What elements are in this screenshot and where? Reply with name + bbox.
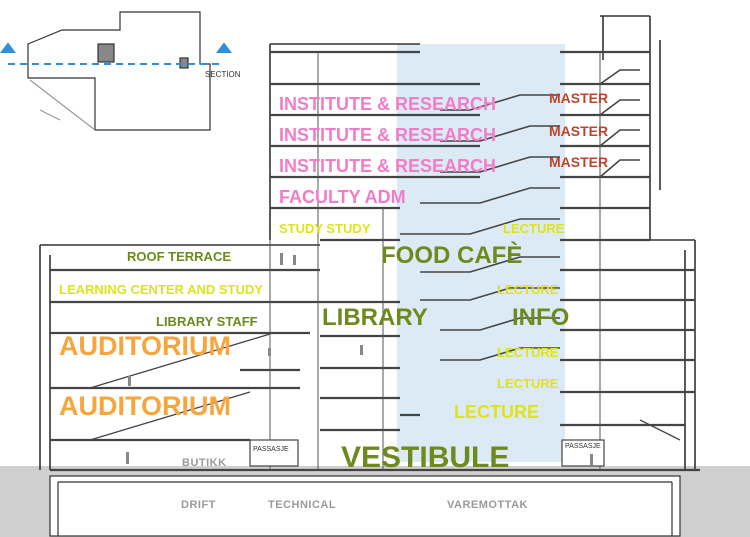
label-vestibule: VESTIBULE <box>341 441 510 474</box>
label-technical: TECHNICAL <box>268 499 337 511</box>
label-lecture-5: LECTURE <box>454 402 539 422</box>
label-lecture-2: LECTURE <box>497 282 559 297</box>
key-plan <box>27 11 211 131</box>
label-lecture-3: LECTURE <box>497 345 559 360</box>
label-food-cafe: FOOD CAFÈ <box>381 242 523 269</box>
label-master-1: MASTER <box>549 90 609 106</box>
label-master-2: MASTER <box>549 123 609 139</box>
label-learning-center: LEARNING CENTER AND STUDY <box>59 282 263 297</box>
tower-slabs <box>270 50 650 210</box>
label-passasje-2: PASSASJE <box>565 443 601 450</box>
label-study: STUDY STUDY <box>279 221 371 236</box>
human-figures <box>126 253 593 466</box>
label-institute-3: INSTITUTE & RESEARCH <box>279 156 497 176</box>
label-institute-2: INSTITUTE & RESEARCH <box>279 125 497 145</box>
section-label: SECTION <box>205 70 241 79</box>
label-library-staff: LIBRARY STAFF <box>156 314 258 329</box>
label-library: LIBRARY <box>322 304 428 331</box>
atrium-shaft <box>397 44 565 462</box>
label-info: INFO <box>512 304 570 331</box>
stepped-terraces <box>400 69 640 361</box>
basement <box>49 475 681 537</box>
label-auditorium-2: AUDITORIUM <box>59 391 231 421</box>
label-butikk: BUTIKK <box>182 457 227 469</box>
label-varemottak: VAREMOTTAK <box>447 499 528 511</box>
label-passasje-1: PASSASJE <box>253 446 289 453</box>
passasje-boxes <box>249 439 605 467</box>
low-wing-outline <box>39 239 696 470</box>
auditorium-rakes <box>89 333 681 441</box>
label-lecture-1: LECTURE <box>503 221 565 236</box>
tower-outline <box>269 15 661 240</box>
label-institute-1: INSTITUTE & RESEARCH <box>279 94 497 114</box>
label-faculty-adm: FACULTY ADM <box>279 187 406 207</box>
label-lecture-4: LECTURE <box>497 376 559 391</box>
label-master-3: MASTER <box>549 154 609 170</box>
label-drift: DRIFT <box>181 499 216 511</box>
label-roof-terrace: ROOF TERRACE <box>127 249 231 264</box>
section-cut-line <box>0 42 232 65</box>
label-auditorium-1: AUDITORIUM <box>59 331 231 361</box>
